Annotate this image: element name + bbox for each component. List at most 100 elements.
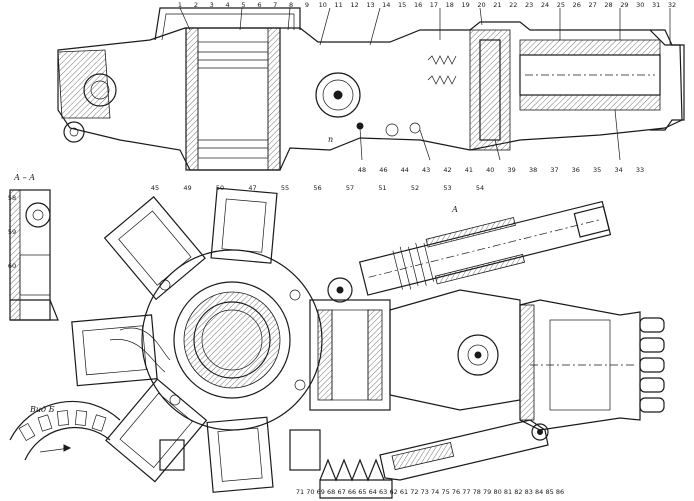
callout-callouts_top_bottom-12: 34 bbox=[614, 166, 622, 174]
callout-detail_marks-0: 58 bbox=[8, 194, 16, 202]
callout-callouts_top-16: 17 bbox=[430, 1, 438, 9]
callout-callouts_bottom-19: 80 bbox=[493, 488, 501, 496]
callout-callouts_top-5: 6 bbox=[257, 1, 261, 9]
callout-callouts_top-0: 1 bbox=[178, 1, 182, 9]
view-label: Вид Б bbox=[29, 405, 55, 414]
callout-callouts_top-25: 26 bbox=[573, 1, 581, 9]
callout-callouts_top-22: 23 bbox=[525, 1, 533, 9]
callout-callouts_top-20: 21 bbox=[493, 1, 501, 9]
callout-callouts_top-1: 2 bbox=[194, 1, 198, 9]
callout-callouts_top-26: 27 bbox=[588, 1, 596, 9]
callout-callouts_mid-5: 56 bbox=[313, 184, 321, 192]
callout-callouts_mid-2: 50 bbox=[216, 184, 224, 192]
callout-callouts_bottom-6: 65 bbox=[358, 488, 366, 496]
callout-callouts_bottom-18: 79 bbox=[483, 488, 491, 496]
callout-callouts_top_bottom-4: 42 bbox=[443, 166, 451, 174]
flange-fingers bbox=[639, 317, 665, 413]
callout-callouts_top-29: 30 bbox=[636, 1, 644, 9]
callout-callouts_top_bottom-2: 44 bbox=[401, 166, 409, 174]
callout-callouts_bottom-21: 82 bbox=[514, 488, 522, 496]
top-assembly bbox=[57, 7, 685, 171]
callout-callouts_top_bottom-0: 48 bbox=[358, 166, 366, 174]
callout-callouts_bottom-0: 71 bbox=[296, 488, 304, 496]
callout-callouts_mid-4: 55 bbox=[281, 184, 289, 192]
cylinder-top-left bbox=[103, 196, 206, 301]
callout-callouts_top-21: 22 bbox=[509, 1, 517, 9]
callout-callouts_top-15: 16 bbox=[414, 1, 422, 9]
callout-callouts_mid-9: 53 bbox=[443, 184, 451, 192]
callout-callouts_mid-10: 54 bbox=[476, 184, 484, 192]
callout-callouts_top-3: 4 bbox=[226, 1, 230, 9]
callout-callouts_mid-8: 52 bbox=[411, 184, 419, 192]
callout-callouts_top-28: 29 bbox=[620, 1, 628, 9]
callout-callouts_bottom-12: 73 bbox=[421, 488, 429, 496]
callout-callouts_top-13: 14 bbox=[382, 1, 390, 9]
callout-callouts_top-24: 25 bbox=[557, 1, 565, 9]
callout-callouts_top_bottom-11: 35 bbox=[593, 166, 601, 174]
callout-detail_marks-1: 59 bbox=[8, 228, 16, 236]
callout-callouts_bottom-17: 78 bbox=[473, 488, 481, 496]
callout-callouts_top-4: 5 bbox=[241, 1, 245, 9]
cylinder-left bbox=[71, 314, 158, 387]
cylinder-fins bbox=[198, 51, 268, 149]
callout-callouts_top-27: 28 bbox=[604, 1, 612, 9]
callout-callouts_top-14: 15 bbox=[398, 1, 406, 9]
callout-callouts_top-30: 31 bbox=[652, 1, 660, 9]
callout-callouts_mid-0: 45 bbox=[151, 184, 159, 192]
callout-callouts_top_bottom-9: 37 bbox=[550, 166, 558, 174]
callout-callouts_bottom-1: 70 bbox=[306, 488, 314, 496]
callout-callouts_bottom-9: 62 bbox=[389, 488, 397, 496]
leader-lines-top bbox=[179, 7, 671, 161]
callout-callouts_top_bottom-3: 43 bbox=[422, 166, 430, 174]
callout-callouts_top-18: 19 bbox=[462, 1, 470, 9]
callout-callouts_mid-3: 47 bbox=[248, 184, 256, 192]
callout-callouts_bottom-22: 83 bbox=[525, 488, 533, 496]
callout-callouts_top-23: 24 bbox=[541, 1, 549, 9]
callout-callouts_top-8: 9 bbox=[305, 1, 309, 9]
callout-callouts_top_bottom-6: 40 bbox=[486, 166, 494, 174]
callout-callouts_top-10: 11 bbox=[335, 1, 343, 9]
callout-callouts_bottom-8: 63 bbox=[379, 488, 387, 496]
callout-callouts_bottom-5: 66 bbox=[348, 488, 356, 496]
callout-callouts_bottom-3: 68 bbox=[327, 488, 335, 496]
callout-callouts_top-12: 13 bbox=[366, 1, 374, 9]
view-b-teeth bbox=[18, 410, 107, 442]
callout-callouts_bottom-7: 64 bbox=[369, 488, 377, 496]
lower-arm bbox=[379, 419, 549, 481]
callout-callouts_bottom-14: 75 bbox=[441, 488, 449, 496]
arrow-label-a: А bbox=[451, 205, 458, 214]
callout-callouts_top-9: 10 bbox=[319, 1, 327, 9]
callout-callouts_top_bottom-7: 39 bbox=[508, 166, 516, 174]
callout-callouts_bottom-23: 84 bbox=[535, 488, 543, 496]
callout-callouts_top-6: 7 bbox=[273, 1, 277, 9]
callout-callouts_bottom-2: 69 bbox=[317, 488, 325, 496]
callout-callouts_bottom-25: 86 bbox=[556, 488, 564, 496]
callout-callouts_top-2: 3 bbox=[210, 1, 214, 9]
callout-callouts_bottom-11: 72 bbox=[410, 488, 418, 496]
callout-callouts_top_bottom-1: 46 bbox=[379, 166, 387, 174]
callout-callouts_mid-6: 57 bbox=[346, 184, 354, 192]
callout-callouts_mid-1: 49 bbox=[183, 184, 191, 192]
callout-callouts_top-31: 32 bbox=[668, 1, 676, 9]
right-housing bbox=[519, 299, 665, 431]
callout-callouts_top_bottom-13: 33 bbox=[636, 166, 644, 174]
callout-callouts_mid-7: 51 bbox=[378, 184, 386, 192]
bottom-tooth-block bbox=[159, 429, 393, 499]
callout-callouts_bottom-15: 76 bbox=[452, 488, 460, 496]
radial-engine bbox=[71, 187, 323, 493]
small-letter-n: п bbox=[328, 135, 333, 144]
central-gearbox bbox=[309, 277, 521, 411]
section-label: А – А bbox=[13, 173, 35, 182]
callout-callouts_bottom-4: 67 bbox=[337, 488, 345, 496]
callout-callouts_bottom-13: 74 bbox=[431, 488, 439, 496]
callout-callouts_bottom-10: 61 bbox=[400, 488, 408, 496]
section-a-a bbox=[9, 189, 59, 321]
cylinder-bottom bbox=[206, 416, 274, 493]
callout-detail_marks-2: 60 bbox=[8, 262, 16, 270]
callout-callouts_top-11: 12 bbox=[350, 1, 358, 9]
callout-callouts_top_bottom-10: 36 bbox=[572, 166, 580, 174]
callout-callouts_top_bottom-5: 41 bbox=[465, 166, 473, 174]
callout-callouts_bottom-16: 77 bbox=[462, 488, 470, 496]
callout-callouts_top-17: 18 bbox=[446, 1, 454, 9]
